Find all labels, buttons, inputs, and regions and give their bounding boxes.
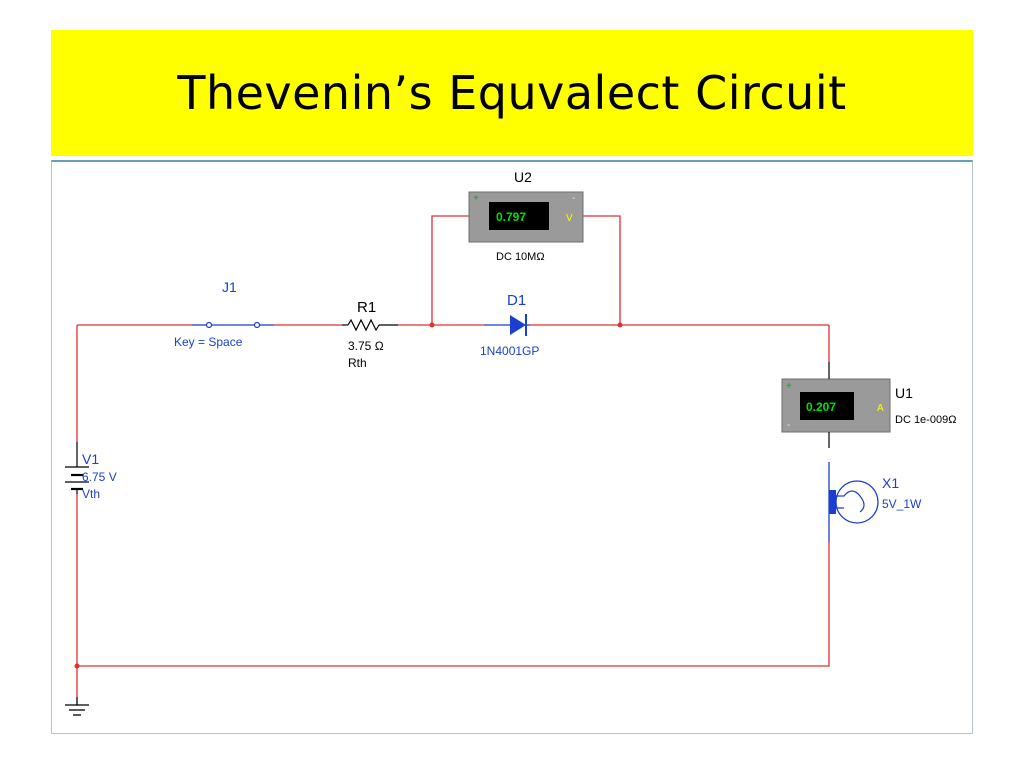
voltmeter-mode: DC 10MΩ xyxy=(496,251,545,263)
ammeter-ref: U1 xyxy=(895,385,913,401)
lamp-rating: 5V_1W xyxy=(882,497,922,511)
resistor-ref: R1 xyxy=(357,299,376,316)
source-v1[interactable]: V1 6.75 V Vth xyxy=(65,442,117,501)
ground-symbol xyxy=(65,697,89,716)
resistor-value: 3.75 Ω xyxy=(348,339,384,353)
voltmeter-minus: - xyxy=(572,193,575,204)
ammeter-u1[interactable]: 0.207 A + - U1 DC 1e-009Ω xyxy=(781,362,956,448)
source-ref: V1 xyxy=(82,451,99,467)
lamp-ref: X1 xyxy=(882,475,899,491)
voltmeter-unit: V xyxy=(566,213,573,224)
ammeter-plus: + xyxy=(786,381,792,392)
switch-note: Key = Space xyxy=(174,335,243,349)
schematic-canvas: J1 Key = Space R1 3.75 Ω Rth D1 1N4001GP… xyxy=(65,169,956,716)
lamp-x1[interactable]: X1 5V_1W xyxy=(828,462,922,542)
ammeter-mode: DC 1e-009Ω xyxy=(895,414,956,426)
voltmeter-reading: 0.797 xyxy=(496,210,526,224)
wires xyxy=(76,215,830,697)
ammeter-reading: 0.207 xyxy=(806,400,836,414)
title-banner: Thevenin’s Equvalect Circuit xyxy=(51,30,973,156)
diode-part: 1N4001GP xyxy=(480,344,539,358)
ammeter-minus: - xyxy=(787,420,790,431)
junction-dots xyxy=(74,322,623,669)
wire-bottom xyxy=(77,542,830,667)
resistor-name: Rth xyxy=(348,356,367,370)
source-name: Vth xyxy=(82,487,100,501)
resistor-r1[interactable]: R1 3.75 Ω Rth xyxy=(342,299,398,370)
junction-dot-right xyxy=(617,322,623,328)
source-value: 6.75 V xyxy=(82,470,117,484)
circuit-schematic: J1 Key = Space R1 3.75 Ω Rth D1 1N4001GP… xyxy=(51,160,973,734)
voltmeter-u2[interactable]: 0.797 V + - U2 DC 10MΩ xyxy=(468,169,584,263)
junction-dot-bottom xyxy=(74,663,80,669)
wire-voltmeter-right xyxy=(583,215,621,325)
junction-dot-left xyxy=(429,322,435,328)
voltmeter-ref: U2 xyxy=(514,169,532,185)
ammeter-unit: A xyxy=(877,403,884,414)
diode-d1[interactable]: D1 1N4001GP xyxy=(480,292,539,358)
voltmeter-plus: + xyxy=(473,193,479,204)
switch-ref: J1 xyxy=(222,279,237,295)
slide-title: Thevenin’s Equvalect Circuit xyxy=(177,66,847,120)
switch-j1[interactable]: J1 Key = Space xyxy=(174,279,274,349)
diode-ref: D1 xyxy=(507,292,526,309)
wire-voltmeter-left xyxy=(431,215,469,325)
